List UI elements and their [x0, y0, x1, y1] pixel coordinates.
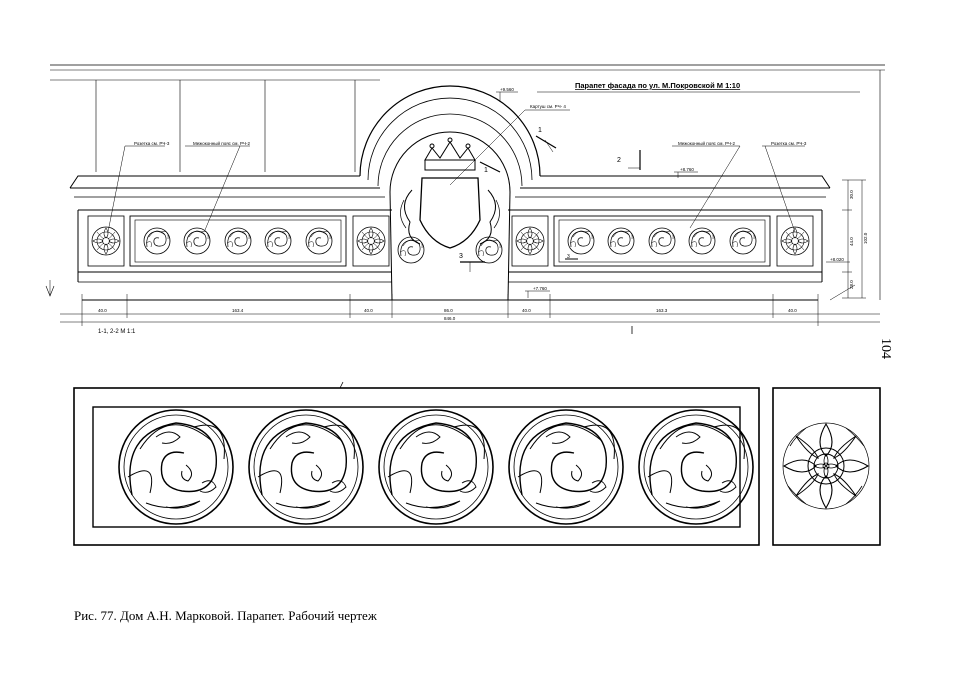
interbelt-detail	[73, 381, 760, 546]
section-mark-1b: 1	[484, 167, 488, 174]
hdim-3: 40.0	[364, 308, 373, 313]
hdim-1: 40.0	[98, 308, 107, 313]
hdim-total: 846.0	[444, 316, 456, 321]
vdim-total: 102.0	[863, 232, 868, 244]
hdim-7: 40.0	[788, 308, 797, 313]
hdim-5: 40.0	[522, 308, 531, 313]
section-mark-2: 2	[617, 157, 621, 164]
elevation-base: +7.760	[533, 286, 547, 291]
hdim-6: 163.3	[656, 308, 668, 313]
elevation-mid: +8.760	[680, 167, 694, 172]
callout-cartouche: Картуш см. РЧ- 4	[530, 104, 566, 109]
callout-interbelt-right: Межоконный пояс см. РЧ-2	[678, 140, 735, 146]
callout-interbelt-left: Межоконный пояс см. РЧ-2	[193, 140, 250, 146]
vdim-1: 30.0	[849, 190, 854, 199]
callout-rosette-left: Розетка см. РЧ-3	[134, 141, 170, 146]
vdim-2: 44.0	[849, 237, 854, 246]
cartouche	[397, 137, 503, 264]
figure-caption: Рис. 77. Дом А.Н. Марковой. Парапет. Раб…	[74, 608, 377, 623]
elevation-right: +8.020	[830, 257, 844, 262]
vdim-3: 28.0	[849, 280, 854, 289]
page-number: 104	[878, 338, 893, 359]
hdim-4: 86.0	[444, 308, 453, 313]
drawing-title: Парапет фасада по ул. М.Покровской М 1:1…	[575, 81, 740, 90]
hdim-2: 163.4	[232, 308, 244, 313]
section-mark-3a: 3	[459, 253, 463, 260]
section-mark-1a: 1	[538, 127, 542, 134]
elevation-top: +9.560	[500, 87, 514, 92]
section-label: 1-1, 2-2 М 1:1	[98, 329, 136, 335]
section-mark-3b: 3	[567, 254, 570, 260]
callout-rosette-right: Розетка см. РЧ-3	[771, 141, 807, 146]
rosette-detail	[772, 387, 881, 546]
